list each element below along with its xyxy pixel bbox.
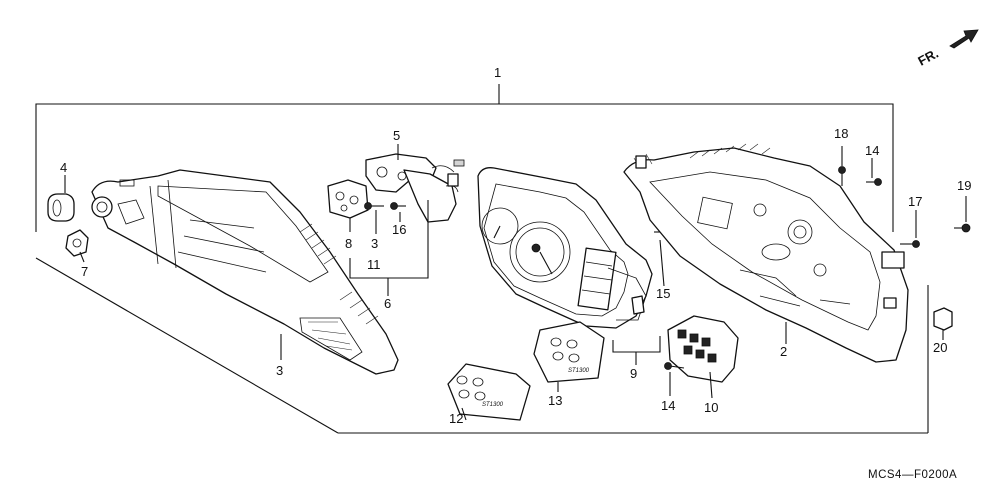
part-small-cap (65, 229, 89, 263)
part-screw-3 (364, 202, 384, 234)
part-meter-cover (91, 169, 399, 375)
callout-17: 17 (908, 194, 922, 209)
part-screw-19 (954, 196, 971, 233)
callout-16: 16 (392, 222, 406, 237)
front-direction-arrow: FR. (915, 29, 979, 69)
part-screw-14-lower (664, 362, 685, 396)
panel-13-print: ST1300 (568, 368, 590, 374)
part-screw-18 (838, 146, 846, 186)
part-trim-panel-13: ST1300 (533, 321, 605, 392)
part-grommet (933, 307, 953, 340)
part-screw-17 (900, 210, 920, 248)
callout-4: 4 (60, 160, 67, 175)
callout-5: 5 (393, 128, 400, 143)
part-wire-bracket (365, 144, 465, 223)
callout-9: 9 (630, 366, 637, 381)
part-trim-panel-12: ST1300 (447, 363, 531, 421)
part-socket (327, 179, 369, 232)
callout-13: 13 (548, 393, 562, 408)
part-meter-assembly (477, 167, 661, 365)
panel-12-print: ST1300 (482, 402, 504, 408)
direction-label: FR. (915, 46, 941, 69)
callout-10: 10 (704, 400, 718, 415)
callout-3-screw: 3 (371, 236, 378, 251)
callout-18: 18 (834, 126, 848, 141)
arrow-icon (949, 29, 979, 49)
part-screw-16 (390, 202, 406, 222)
callout-6: 6 (384, 296, 391, 311)
part-switch-unit (667, 315, 739, 399)
assembly-outline (35, 84, 929, 434)
part-screw-14-upper (866, 158, 882, 186)
callout-8: 8 (345, 236, 352, 251)
callout-3-cover: 3 (276, 363, 283, 378)
callout-11: 11 (367, 257, 381, 272)
callout-15: 15 (656, 286, 670, 301)
callout-14-upper: 14 (865, 143, 879, 158)
callout-2: 2 (780, 344, 787, 359)
callout-1: 1 (494, 65, 501, 80)
callout-19: 19 (957, 178, 971, 193)
callout-7: 7 (81, 264, 88, 279)
callout-14-lower: 14 (661, 398, 675, 413)
part-rear-case (623, 143, 909, 363)
callout-labels: 1 2 3 3 4 5 6 7 8 9 10 11 12 13 14 14 15… (60, 65, 971, 426)
callout-20: 20 (933, 340, 947, 355)
diagram-code: MCS4—F0200A (868, 469, 957, 481)
part-knob (47, 175, 75, 222)
callout-12: 12 (449, 411, 463, 426)
bracket-6-11 (349, 200, 429, 296)
